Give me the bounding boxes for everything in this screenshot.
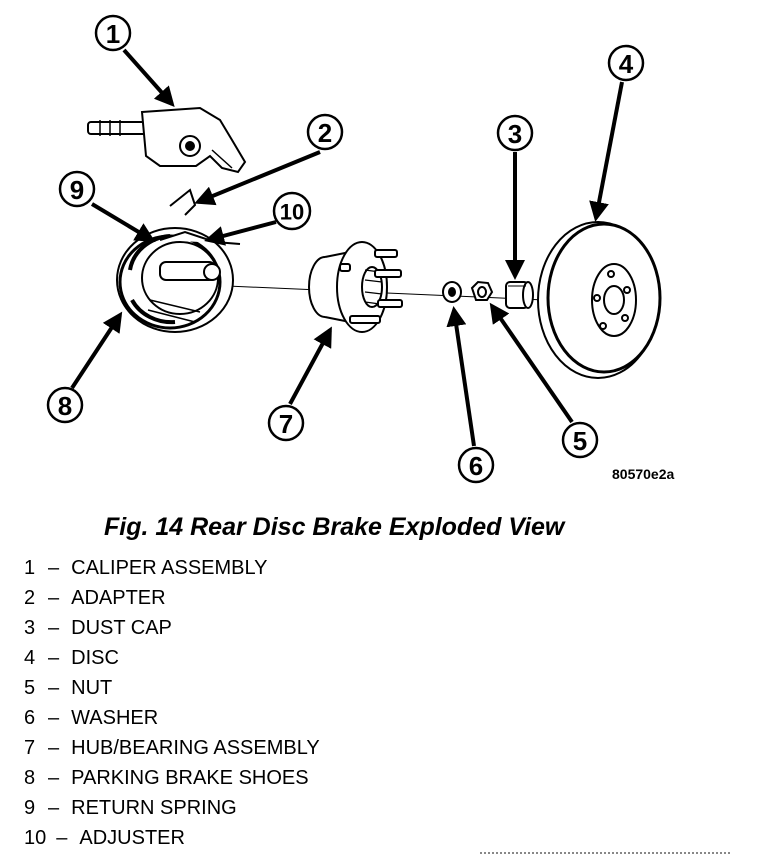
legend-item: 4–DISC [24, 643, 320, 673]
legend-number: 7 [24, 737, 36, 759]
legend-dash: – [48, 797, 60, 819]
washer-drawing [442, 281, 462, 303]
legend-label: NUT [71, 677, 113, 699]
legend-label: DISC [71, 647, 119, 669]
dust-cap-drawing [505, 281, 534, 309]
callout-10: 10 [280, 200, 304, 225]
callouts [46, 14, 645, 484]
legend-label: DUST CAP [71, 617, 172, 639]
disc-drawing [537, 221, 662, 379]
legend-label: ADAPTER [71, 587, 166, 609]
figure-caption: Fig. 14 Rear Disc Brake Exploded View [104, 513, 565, 541]
figure-code: 80570e2a [612, 466, 675, 482]
legend-number: 9 [24, 797, 36, 819]
backing-plate-drawing [116, 188, 241, 333]
legend-label: RETURN SPRING [71, 797, 237, 819]
legend-item: 3–DUST CAP [24, 613, 320, 643]
caliper-assembly-drawing [87, 106, 247, 174]
callout-7: 7 [279, 409, 293, 439]
legend-number: 4 [24, 647, 36, 669]
legend-label: WASHER [71, 707, 159, 729]
callout-8: 8 [58, 391, 72, 421]
legend-item: 10–ADJUSTER [24, 823, 320, 853]
legend-number: 5 [24, 677, 36, 699]
legend-number: 3 [24, 617, 36, 639]
legend-number: 1 [24, 557, 36, 579]
legend-dash: – [48, 677, 60, 699]
legend-label: PARKING BRAKE SHOES [71, 767, 309, 789]
legend-number: 2 [24, 587, 36, 609]
legend-item: 1–CALIPER ASSEMBLY [24, 553, 320, 583]
legend-number: 6 [24, 707, 36, 729]
nut-drawing [470, 280, 494, 301]
callout-9: 9 [70, 175, 84, 205]
legend-dash: – [48, 767, 60, 789]
legend-label: HUB/BEARING ASSEMBLY [71, 737, 320, 759]
legend-dash: – [48, 617, 60, 639]
legend-dash: – [48, 587, 60, 609]
legend-item: 2–ADAPTER [24, 583, 320, 613]
callout-4: 4 [619, 49, 634, 79]
legend-item: 6–WASHER [24, 703, 320, 733]
legend-item: 8–PARKING BRAKE SHOES [24, 763, 320, 793]
legend-label: CALIPER ASSEMBLY [71, 557, 268, 579]
legend-label: ADJUSTER [79, 827, 185, 849]
callout-3: 3 [508, 119, 522, 149]
legend-item: 7–HUB/BEARING ASSEMBLY [24, 733, 320, 763]
legend-dash: – [56, 827, 68, 849]
callout-5: 5 [573, 426, 587, 456]
legend-dash: – [48, 647, 60, 669]
parts-legend: 1–CALIPER ASSEMBLY 2–ADAPTER 3–DUST CAP … [24, 553, 320, 853]
callout-2: 2 [318, 118, 332, 148]
leader-arrows [70, 48, 624, 447]
legend-number: 8 [24, 767, 36, 789]
legend-dash: – [48, 707, 60, 729]
hub-bearing-drawing [308, 241, 403, 333]
legend-item: 5–NUT [24, 673, 320, 703]
legend-number: 10 [24, 827, 47, 849]
exploded-view-diagram: 1 2 3 4 5 6 7 8 9 10 [46, 14, 662, 484]
legend-item: 9–RETURN SPRING [24, 793, 320, 823]
legend-dash: – [48, 557, 60, 579]
bottom-dotted-rule [480, 852, 730, 854]
callout-6: 6 [469, 451, 483, 481]
legend-dash: – [48, 737, 60, 759]
callout-1: 1 [106, 19, 120, 49]
